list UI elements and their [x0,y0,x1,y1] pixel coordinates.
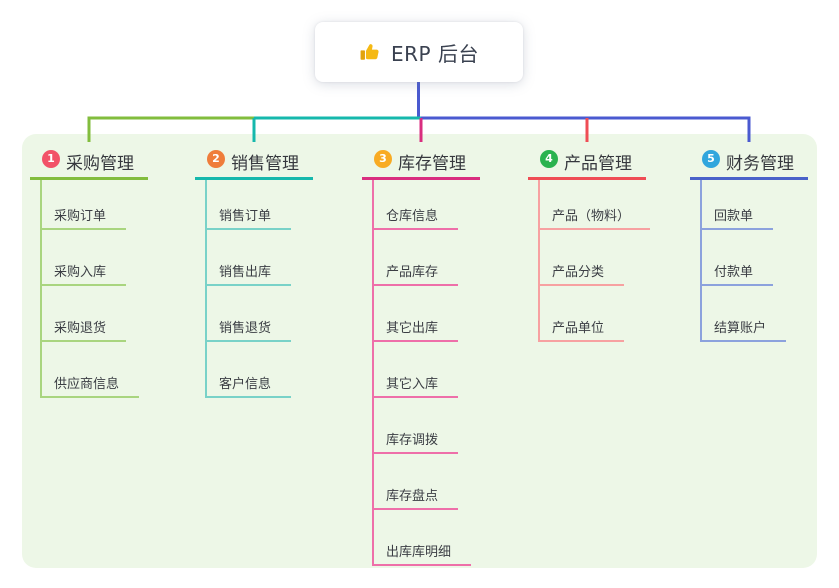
child-node[interactable]: 产品库存 [372,258,458,286]
child-node[interactable]: 其它出库 [372,314,458,342]
child-node-label: 采购入库 [54,265,107,280]
child-node-label: 其它出库 [386,321,439,336]
branch-underline [528,177,646,180]
child-node-label: 产品（物料） [552,209,631,224]
child-node-label: 库存盘点 [386,489,439,504]
children-connector-line [538,180,540,342]
child-node-label: 产品单位 [552,321,605,336]
root-node[interactable]: ERP 后台 [315,22,523,82]
children-connector-line [205,180,207,398]
child-node-label: 其它入库 [386,377,439,392]
child-node-label: 结算账户 [714,321,767,336]
child-node-label: 供应商信息 [54,377,120,392]
branch-title[interactable]: 库存管理 [398,154,466,174]
branch-underline [30,177,148,180]
child-node[interactable]: 销售订单 [205,202,291,230]
branch-index-badge: 3 [374,150,392,168]
child-node[interactable]: 产品（物料） [538,202,650,230]
child-node[interactable]: 库存盘点 [372,482,458,510]
child-node[interactable]: 销售出库 [205,258,291,286]
child-node[interactable]: 产品分类 [538,258,624,286]
child-node[interactable]: 回款单 [700,202,773,230]
child-node-label: 客户信息 [219,377,272,392]
branch-title[interactable]: 采购管理 [66,154,134,174]
child-node[interactable]: 采购订单 [40,202,126,230]
child-node[interactable]: 库存调拨 [372,426,458,454]
child-node[interactable]: 供应商信息 [40,370,139,398]
child-node-label: 采购订单 [54,209,107,224]
branches-panel [22,134,817,568]
child-node-label: 仓库信息 [386,209,439,224]
children-connector-line [40,180,42,398]
thumbs-up-icon [360,44,379,60]
child-node[interactable]: 客户信息 [205,370,291,398]
child-node-label: 库存调拨 [386,433,439,448]
child-node[interactable]: 仓库信息 [372,202,458,230]
branch-title[interactable]: 产品管理 [564,154,632,174]
branch-title[interactable]: 财务管理 [726,154,794,174]
child-node[interactable]: 采购入库 [40,258,126,286]
child-node-label: 销售出库 [219,265,272,280]
branch-index-badge: 2 [207,150,225,168]
child-node[interactable]: 采购退货 [40,314,126,342]
child-node-label: 出库库明细 [386,545,452,560]
child-node-label: 产品分类 [552,265,605,280]
child-node[interactable]: 其它入库 [372,370,458,398]
branch-index-badge: 1 [42,150,60,168]
branch-index-badge: 4 [540,150,558,168]
branch-title[interactable]: 销售管理 [231,154,299,174]
child-node[interactable]: 付款单 [700,258,773,286]
child-node-label: 销售退货 [219,321,272,336]
child-node-label: 产品库存 [386,265,439,280]
children-connector-line [700,180,702,342]
root-node-label: ERP 后台 [391,41,479,66]
branch-index-badge: 5 [702,150,720,168]
child-node[interactable]: 产品单位 [538,314,624,342]
child-node[interactable]: 出库库明细 [372,538,471,566]
child-node[interactable]: 销售退货 [205,314,291,342]
branch-underline [362,177,480,180]
child-node-label: 回款单 [714,209,754,224]
child-node[interactable]: 结算账户 [700,314,786,342]
branch-underline [690,177,808,180]
children-connector-line [372,180,374,566]
branch-underline [195,177,313,180]
child-node-label: 采购退货 [54,321,107,336]
child-node-label: 销售订单 [219,209,272,224]
child-node-label: 付款单 [714,265,754,280]
